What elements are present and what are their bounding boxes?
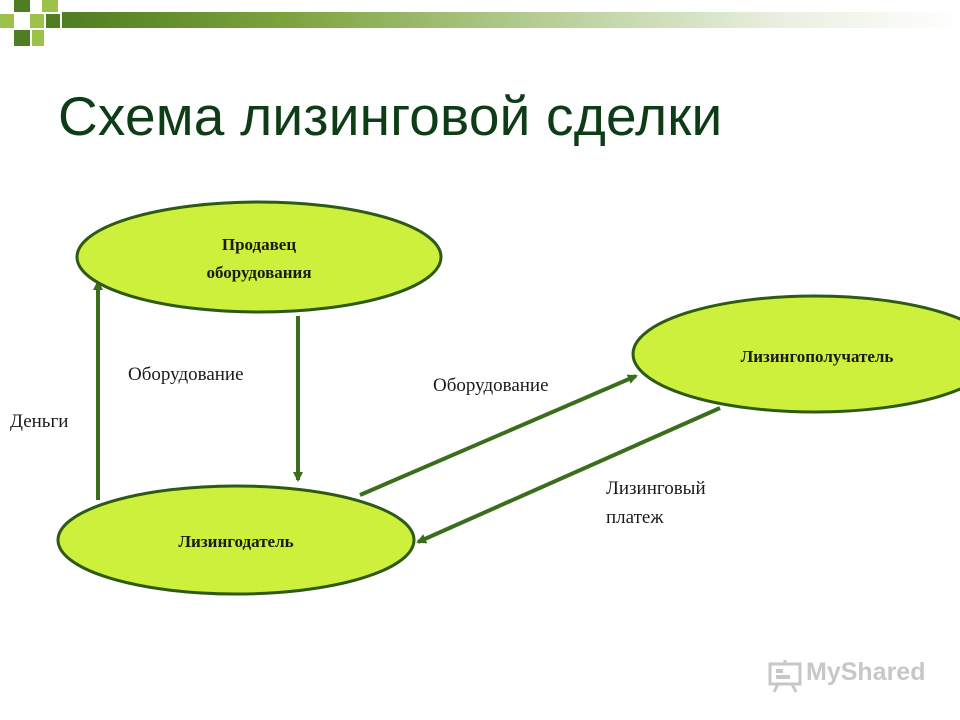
node-lessor: Лизингодатель bbox=[56, 484, 416, 596]
deco-square bbox=[46, 14, 60, 28]
deco-square bbox=[14, 30, 30, 46]
presentation-board-icon bbox=[768, 660, 802, 693]
watermark-text: MyShared bbox=[806, 658, 926, 686]
label-equipment-1: Оборудование bbox=[128, 364, 244, 385]
node-lessor-label: Лизингодатель bbox=[178, 532, 293, 551]
node-seller-label-line2: оборудования bbox=[206, 263, 311, 282]
label-lease-payment-line2: платеж bbox=[606, 507, 664, 528]
deco-square bbox=[42, 0, 58, 12]
slide-title: Схема лизинговой сделки bbox=[58, 85, 723, 147]
label-money: Деньги bbox=[10, 411, 68, 432]
node-lessee: Лизингополучатель bbox=[631, 294, 960, 414]
label-lease-payment-line1: Лизинговый bbox=[606, 478, 706, 499]
label-equipment-2: Оборудование bbox=[433, 375, 549, 396]
header-decoration bbox=[0, 0, 960, 48]
deco-square bbox=[30, 14, 44, 28]
equipment-to-lessee-arrow bbox=[359, 374, 638, 497]
header-gradient-bar bbox=[62, 12, 960, 28]
node-seller: Продавец оборудования bbox=[75, 200, 443, 314]
deco-square bbox=[32, 30, 44, 46]
deco-square bbox=[14, 0, 30, 12]
watermark: MyShared bbox=[768, 656, 938, 696]
deco-square bbox=[0, 14, 14, 28]
lease-payment-arrow bbox=[416, 406, 721, 544]
node-lessee-label: Лизингополучатель bbox=[741, 347, 894, 366]
node-seller-label-line1: Продавец bbox=[222, 235, 297, 254]
